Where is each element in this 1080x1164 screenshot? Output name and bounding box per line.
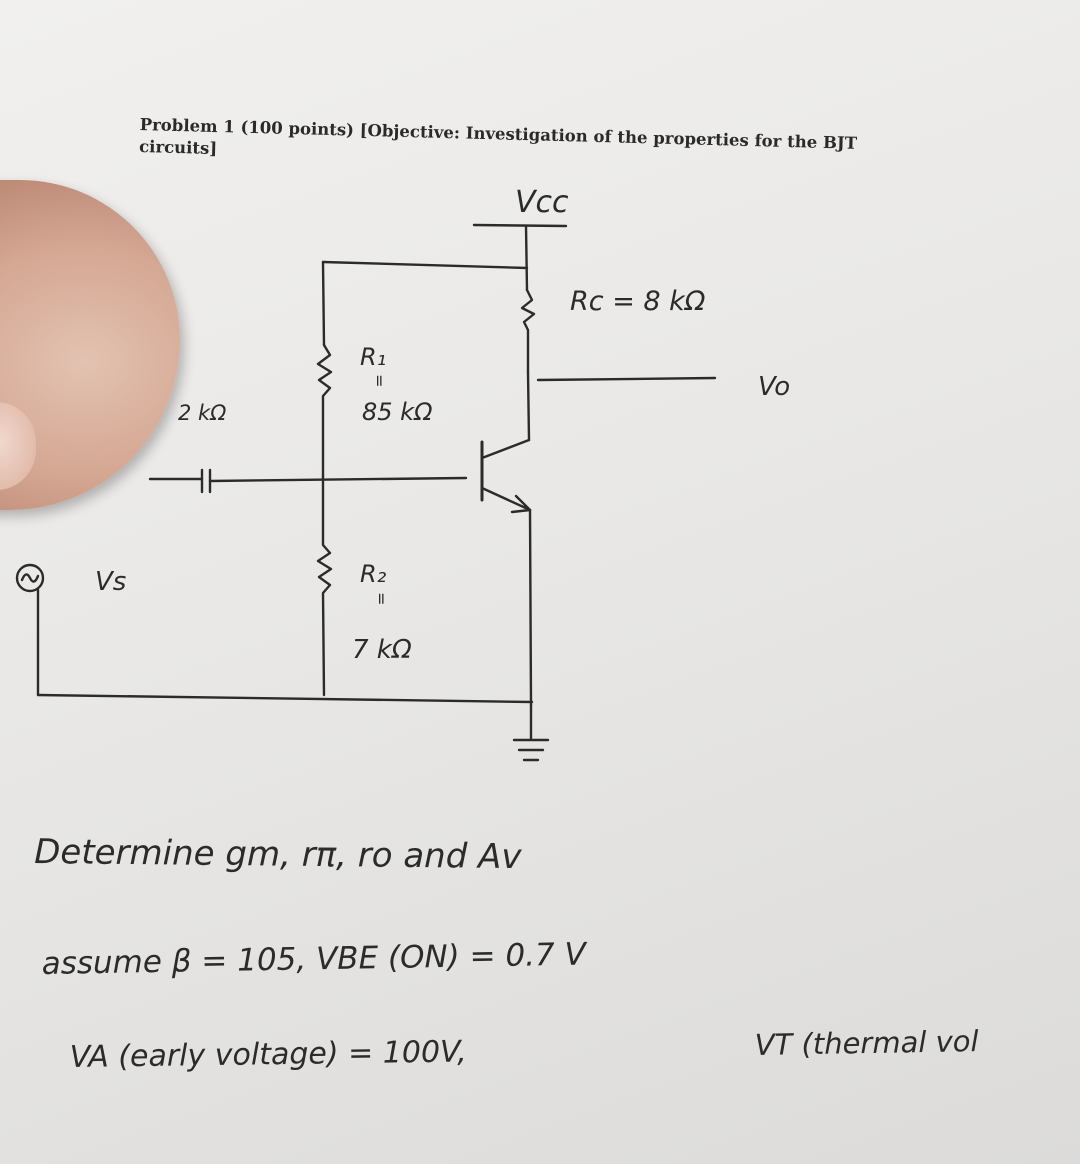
r2-resistor	[316, 474, 333, 697]
ac-source-symbol	[15, 563, 45, 593]
note-determine: Determine gm, rπ, ro and Av	[34, 832, 522, 878]
thumb-tip	[0, 402, 36, 490]
r1-equals-label: =	[370, 374, 389, 387]
r2-value-label: 7 kΩ	[352, 635, 412, 665]
r1-name-label: R₁	[360, 343, 386, 371]
ground-symbol	[512, 703, 550, 762]
bjt-emitter-lead	[480, 486, 532, 512]
note-thermal-voltage: VT (thermal vol	[754, 1024, 979, 1062]
vo-label: Vo	[758, 372, 790, 402]
base-wire	[208, 476, 468, 483]
r1-top-wire	[321, 260, 326, 347]
note-early-voltage: VA (early voltage) = 100V,	[69, 1034, 467, 1075]
r2-name-label: R₂	[360, 560, 387, 588]
note-assume: assume β = 105, VBE (ON) = 0.7 V	[41, 936, 587, 982]
bjt-circuit-diagram: Vcc Rc = 8 kΩ Vo R₁ = 85 kΩ R₂ = 7	[15, 185, 790, 762]
rc-resistor	[520, 288, 536, 374]
r1-resistor	[316, 343, 333, 478]
vs-label: Vs	[95, 567, 126, 597]
r1-value-label: 85 kΩ	[362, 398, 433, 426]
vcc-rail	[472, 223, 568, 228]
top-bias-wire	[321, 260, 529, 270]
rc-label: Rc = 8 kΩ	[570, 286, 706, 317]
ac-source-tilde	[20, 573, 40, 583]
rs-label: 2 kΩ	[178, 401, 226, 425]
emitter-ground-wire	[528, 508, 533, 707]
vcc-label: Vcc	[515, 185, 569, 220]
r2-equals-label: =	[372, 592, 391, 605]
vcc-down-wire	[524, 224, 529, 292]
collector-wire	[526, 370, 531, 442]
output-wire	[536, 376, 717, 382]
bjt-collector-lead	[480, 438, 531, 460]
ground-rail	[36, 693, 534, 704]
